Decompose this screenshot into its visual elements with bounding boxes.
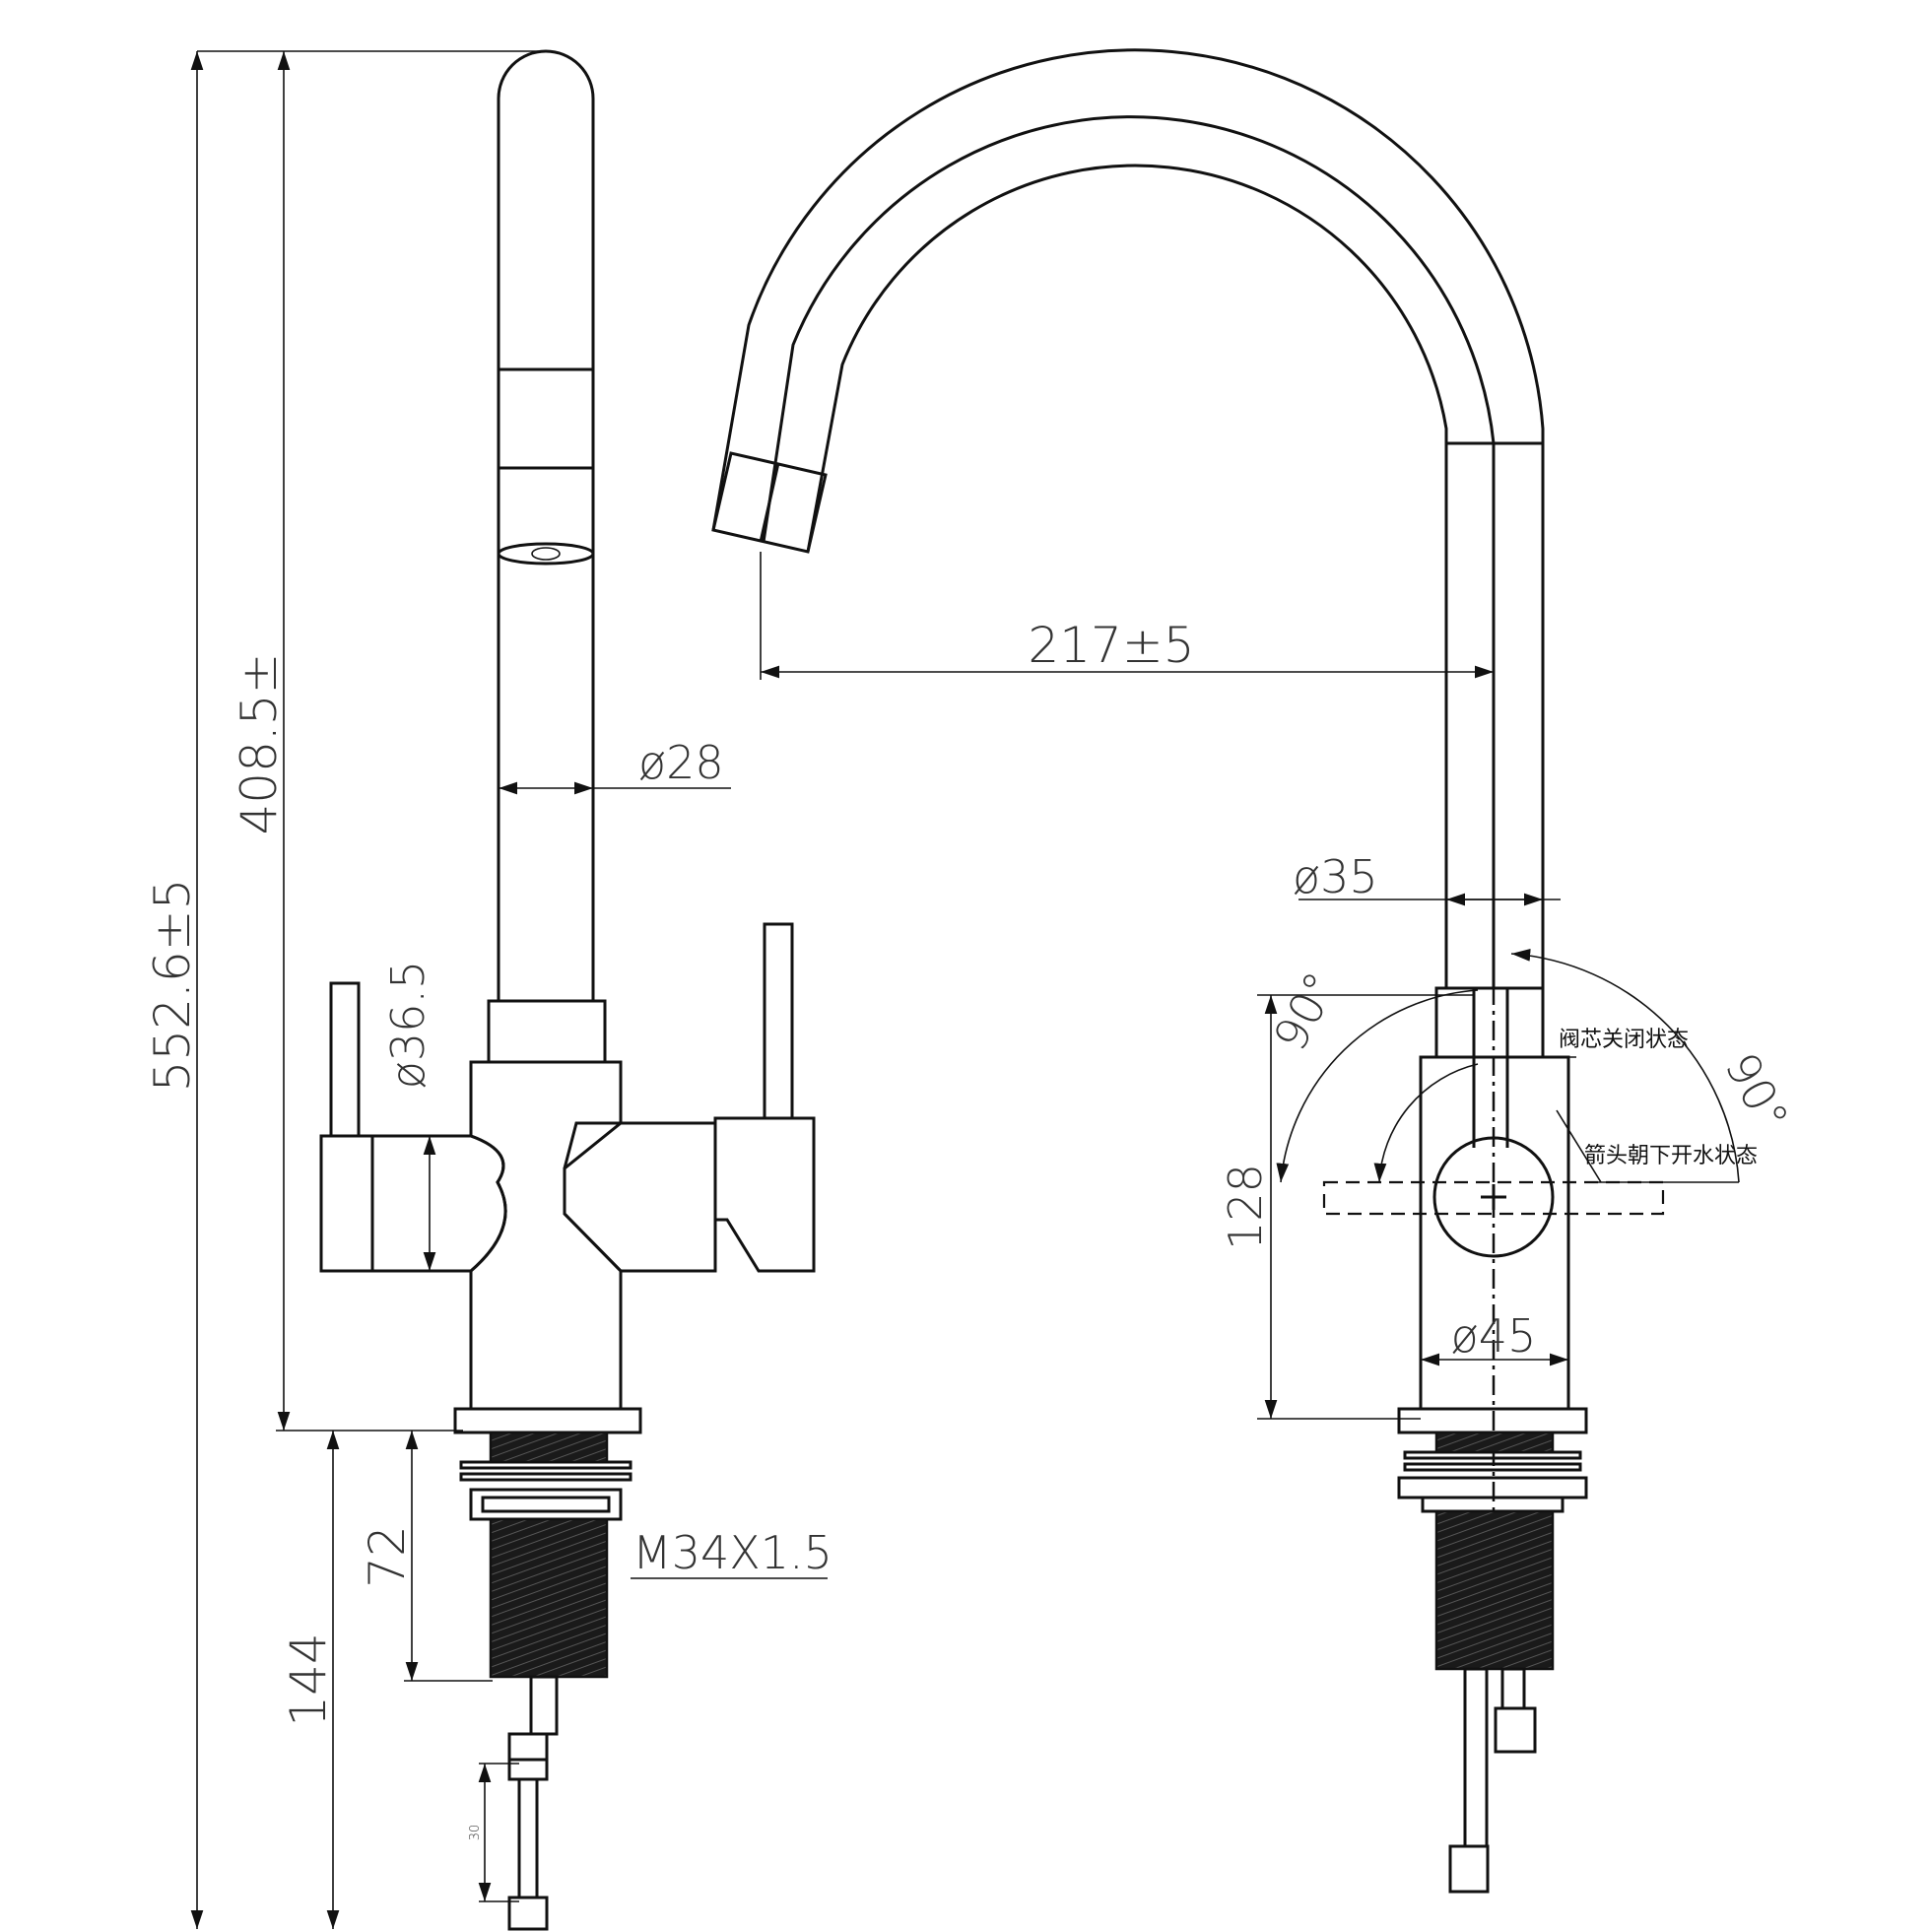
dim-handle-height: 128: [1219, 1164, 1272, 1250]
dim-thread-length: 72: [359, 1525, 416, 1588]
side-hose-left: [1463, 1667, 1489, 1848]
front-spout-band: [497, 367, 595, 470]
dim-spout-height: 408.5±: [231, 652, 288, 834]
angle-arc-inner: [1373, 1063, 1479, 1183]
angle-arc-left: [1276, 989, 1479, 1183]
side-handle-open-outline: [1322, 1180, 1665, 1216]
dim-shank-length: 144: [280, 1632, 337, 1726]
side-hose-left-end: [1448, 1844, 1490, 1894]
front-body: [469, 1060, 623, 1411]
front-base-plate: [453, 1407, 642, 1434]
angle-arc-right: [1510, 949, 1740, 1183]
side-hose-right-end: [1494, 1706, 1537, 1754]
dim-hose-fitting: 30: [468, 1825, 483, 1841]
front-nut: [469, 1488, 623, 1521]
dim-spout-diameter: ø28: [638, 736, 724, 789]
dim-side-spout-diameter: ø35: [1293, 850, 1378, 903]
side-washer-2: [1403, 1462, 1582, 1472]
label-arrow-down-open: 箭头朝下开水状态: [1584, 1144, 1758, 1168]
dim-base-diameter: ø45: [1451, 1309, 1537, 1363]
label-valve-closed: 阀芯关闭状态: [1559, 1028, 1689, 1052]
side-collar: [1434, 986, 1545, 1059]
front-nut-inner: [481, 1496, 611, 1513]
dim-angle-right: 90°: [1714, 1044, 1799, 1140]
side-dimensions: 217±5 ø35 128 ø45 90° 90° 阀芯关闭状态 箭头朝下开水状…: [760, 552, 1799, 1420]
side-hose-right: [1500, 1667, 1526, 1710]
front-hose-lower: [517, 1777, 539, 1899]
front-hose-fitting-1: [507, 1732, 549, 1762]
dim-body-diameter: ø36.5: [381, 961, 434, 1090]
dim-reach: 217±5: [1028, 617, 1194, 674]
front-hose-end: [507, 1896, 549, 1931]
front-thread-shank: [489, 1431, 609, 1464]
side-spout-inner: [806, 164, 1448, 553]
dim-thread-spec: M34X1.5: [633, 1526, 832, 1579]
side-spout-outer: [711, 48, 1545, 531]
dim-angle-top: 90°: [1263, 964, 1348, 1059]
dim-total-height: 552.6±5: [144, 879, 201, 1093]
front-hose: [529, 1675, 559, 1736]
side-spout-tip: [711, 451, 828, 554]
front-thread-shank-lower: [489, 1517, 609, 1679]
front-left-handle-base: [319, 1134, 374, 1273]
front-aerator: [497, 542, 595, 566]
front-right-arm: [563, 1121, 717, 1273]
front-spout-tube: [497, 49, 595, 1001]
front-left-arm: [370, 1134, 507, 1273]
front-right-handle: [713, 1116, 816, 1273]
side-spout-mid: [762, 115, 1496, 543]
side-thread-shank-upper: [1434, 1431, 1555, 1454]
side-thread-shank: [1434, 1509, 1555, 1671]
front-washer-2: [459, 1472, 633, 1482]
front-right-lever: [763, 922, 794, 1120]
front-left-lever: [329, 981, 361, 1138]
front-collar: [487, 999, 607, 1064]
side-view: [711, 48, 1665, 1894]
front-hose-fitting-2: [507, 1758, 549, 1781]
front-view: [319, 49, 816, 1931]
front-dimensions: 552.6±5 408.5± 144 72 ø28 ø36.5 M34X1.5 …: [144, 50, 832, 1929]
